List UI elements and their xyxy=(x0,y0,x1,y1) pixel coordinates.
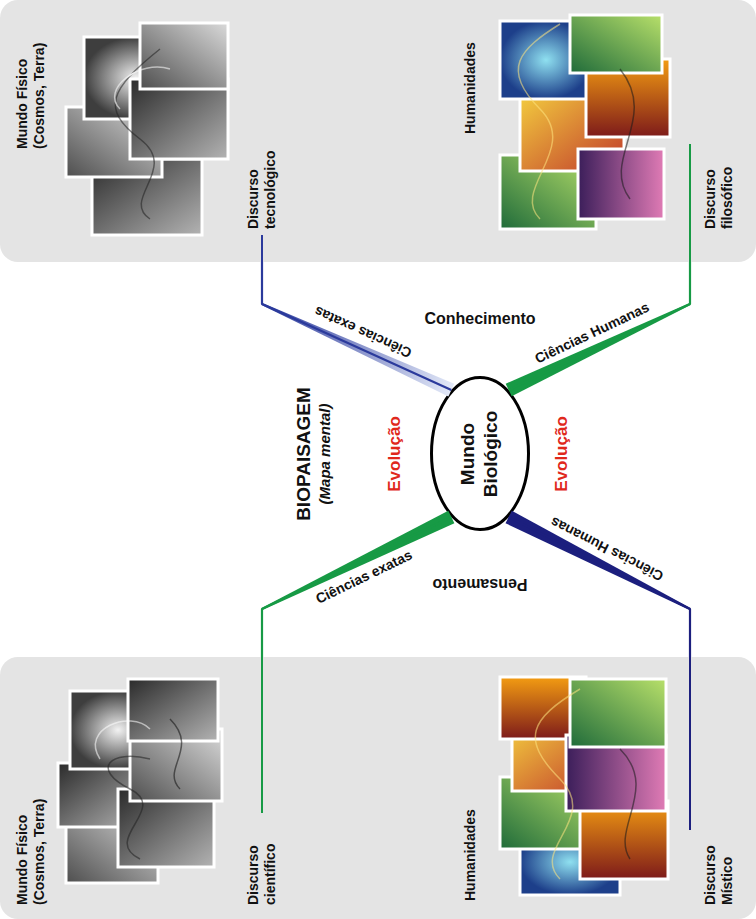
painting-detail xyxy=(108,756,150,859)
branch-line xyxy=(262,517,451,657)
branch-group xyxy=(506,511,691,657)
panel-text: Discurso tecnológico xyxy=(245,134,279,229)
central-ellipse: Mundo Biológico xyxy=(430,377,530,532)
branch-line xyxy=(509,262,690,390)
painting xyxy=(130,79,228,159)
painting xyxy=(570,679,666,747)
painting-detail xyxy=(115,49,160,219)
painting xyxy=(578,149,664,219)
branch-leader xyxy=(261,657,263,813)
panel-text: Humanidades xyxy=(462,809,479,901)
panel-text: Discurso Místico xyxy=(702,815,736,905)
panel-text: Mundo Físico (Cosmos, Terra) xyxy=(14,29,48,149)
panel-text: Discurso científico xyxy=(245,815,279,905)
ellipse-outline xyxy=(432,378,529,530)
branch-group xyxy=(506,262,691,396)
painting xyxy=(570,15,662,73)
branch-leader xyxy=(689,657,691,830)
painting-detail xyxy=(95,721,150,759)
branch-group xyxy=(262,262,455,396)
branch-leader xyxy=(261,235,263,262)
panel-text: Mundo Físico (Cosmos, Terra) xyxy=(14,785,48,905)
painting-detail xyxy=(518,24,560,219)
grey-panel: Mundo Físico (Cosmos, Terra) Discurso tec… xyxy=(0,0,756,262)
painting-detail xyxy=(620,69,634,199)
panel-text: Humanidades xyxy=(462,42,479,134)
painting-detail xyxy=(535,689,580,879)
evolution-label: Evolução xyxy=(552,416,572,492)
branch-line xyxy=(262,262,451,390)
panel-ground xyxy=(0,657,756,919)
evolution-label: Evolução xyxy=(385,416,405,492)
painting-detail xyxy=(170,719,182,789)
center-text: Mundo Biológico xyxy=(457,407,503,502)
painting-detail xyxy=(115,67,170,109)
painting xyxy=(140,23,228,89)
panel-ground xyxy=(0,0,756,262)
branch-theme-word: Pensamento xyxy=(432,574,527,593)
branch-leader xyxy=(689,144,691,262)
grey-panel: Mundo Físico (Cosmos, Terra) Discurso cie… xyxy=(0,657,756,919)
diagram-title: BIOPAISAGEM (Mapa mental) xyxy=(293,382,334,527)
panel-text: Discurso filosófico xyxy=(702,134,736,229)
branch-group xyxy=(261,511,454,657)
painting xyxy=(580,801,668,879)
panel-ground xyxy=(0,657,756,919)
painting xyxy=(128,679,218,741)
panel-ground xyxy=(0,0,756,262)
branch-theme-word: Conhecimento xyxy=(424,309,535,328)
painting-detail xyxy=(620,749,636,859)
